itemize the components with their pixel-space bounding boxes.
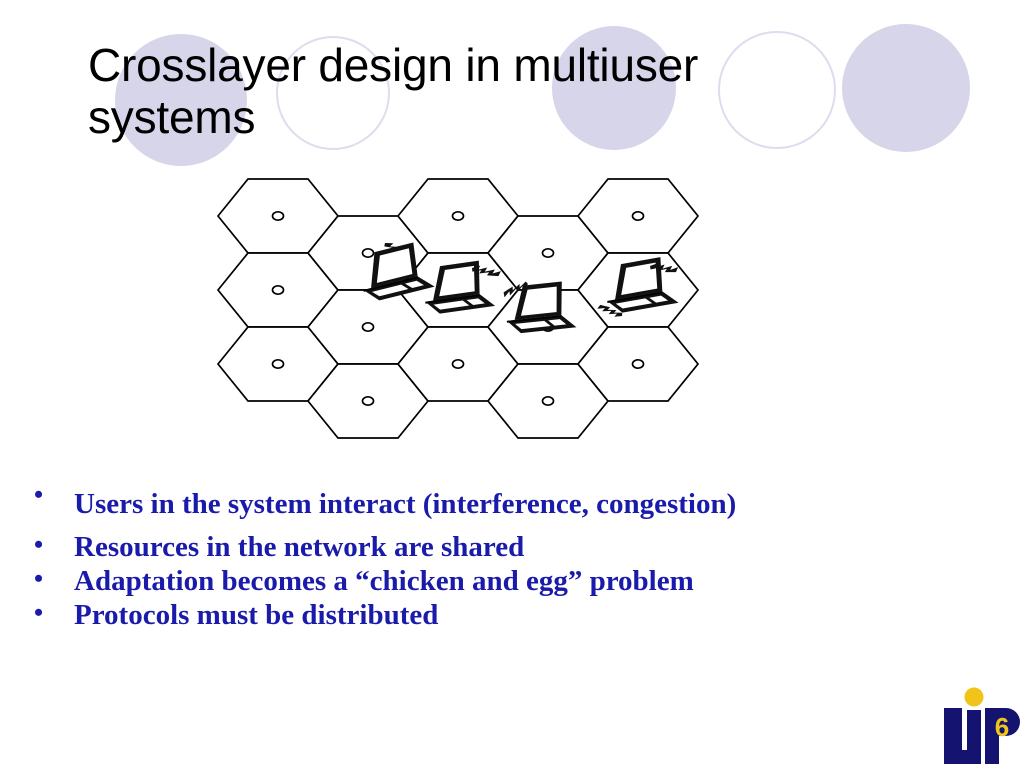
bullet-item: • Adaptation becomes a “chicken and egg” … (34, 564, 984, 598)
bullet-marker-icon: • (34, 598, 44, 628)
logo-page-number: 6 (995, 712, 1009, 742)
page-title: Crosslayer design in multiuser systems (88, 39, 699, 143)
cellular-hex-network-diagram (210, 168, 740, 448)
bullet-marker-icon: • (34, 564, 44, 594)
bullet-item: • Users in the system interact (interfere… (34, 480, 984, 530)
bullet-item: • Protocols must be distributed (34, 598, 984, 632)
bullet-list: • Users in the system interact (interfere… (34, 480, 984, 633)
bullet-item: • Resources in the network are shared (34, 530, 984, 564)
logo-letter-p (985, 708, 1020, 764)
bullet-text: Resources in the network are shared (74, 530, 525, 563)
bullet-text: Protocols must be distributed (74, 599, 439, 632)
bullet-text: Adaptation becomes a “chicken and egg” p… (74, 565, 694, 598)
bullet-text: Users in the system interact (interferen… (74, 488, 737, 520)
logo-dot-icon (964, 687, 984, 707)
bullet-marker-icon: • (34, 529, 44, 559)
lip6-logo: 6 (938, 684, 1024, 768)
bullet-marker-icon: • (34, 480, 44, 509)
deco-circle-5 (842, 24, 970, 152)
logo-letter-i (967, 710, 981, 764)
